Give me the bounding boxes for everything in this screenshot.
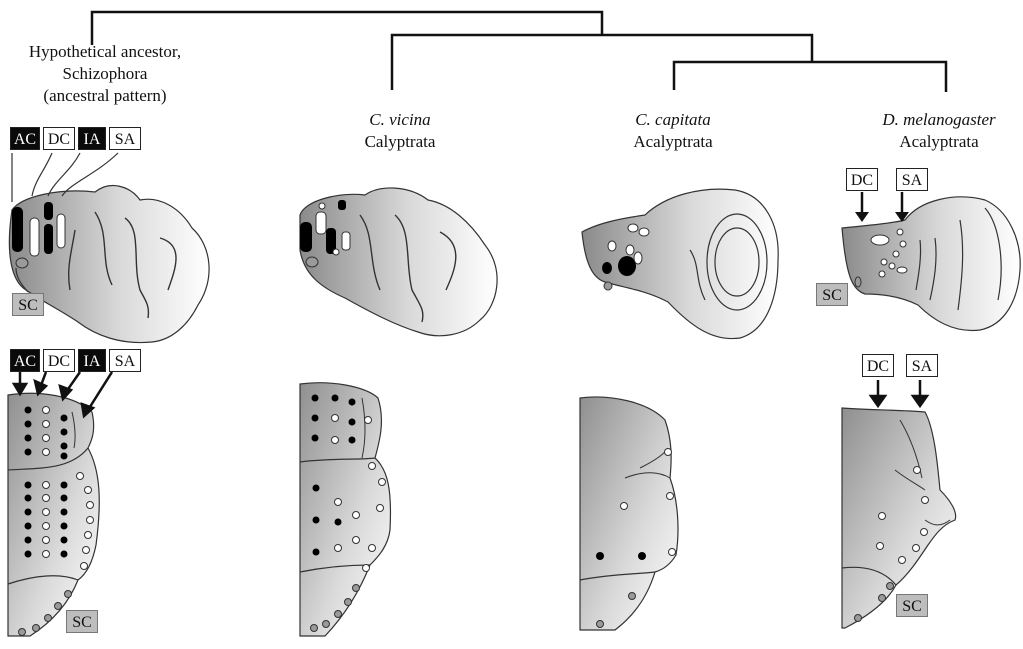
capitata-thorax [580, 397, 678, 630]
ia-label: IA [78, 349, 106, 372]
sc-label: SC [896, 594, 928, 617]
vicina-title: C. vicina Calyptrata [320, 109, 480, 153]
dc-label: DC [43, 127, 75, 150]
ancestor-title: Hypothetical ancestor, Schizophora (ance… [0, 41, 210, 107]
melanogaster-disc [842, 192, 1020, 330]
sa-label: SA [906, 354, 938, 377]
vicina-thorax [300, 383, 390, 636]
melanogaster-thorax [842, 380, 956, 628]
ancestor-disc [9, 186, 209, 343]
sc-label: SC [816, 283, 848, 306]
melanogaster-species: D. melanogaster [858, 109, 1020, 131]
vicina-disc [300, 188, 497, 336]
ia-label: IA [78, 127, 106, 150]
melanogaster-group: Acalyptrata [858, 131, 1020, 153]
capitata-disc [582, 189, 778, 338]
sc-label: SC [12, 293, 44, 316]
vicina-species: C. vicina [320, 109, 480, 131]
melanogaster-title: D. melanogaster Acalyptrata [858, 109, 1020, 153]
melanogaster-thorax-arrows [871, 380, 927, 406]
ancestor-title-line2: Schizophora [0, 63, 210, 85]
phylogeny-tree [92, 12, 946, 92]
vicina-group: Calyptrata [320, 131, 480, 153]
sa-label: SA [109, 127, 141, 150]
capitata-group: Acalyptrata [598, 131, 748, 153]
dc-label: DC [43, 349, 75, 372]
dc-label: DC [846, 168, 878, 191]
sa-label: SA [896, 168, 928, 191]
ancestor-title-line3: (ancestral pattern) [0, 85, 210, 107]
tree-branch-acalyptrata [674, 62, 946, 92]
ac-label: AC [10, 127, 40, 150]
ac-label: AC [10, 349, 40, 372]
sc-label: SC [66, 610, 98, 633]
dc-label: DC [862, 354, 894, 377]
sa-label: SA [109, 349, 141, 372]
ancestor-title-line1: Hypothetical ancestor, [0, 41, 210, 63]
capitata-species: C. capitata [598, 109, 748, 131]
capitata-title: C. capitata Acalyptrata [598, 109, 748, 153]
ancestor-thorax [8, 372, 112, 636]
